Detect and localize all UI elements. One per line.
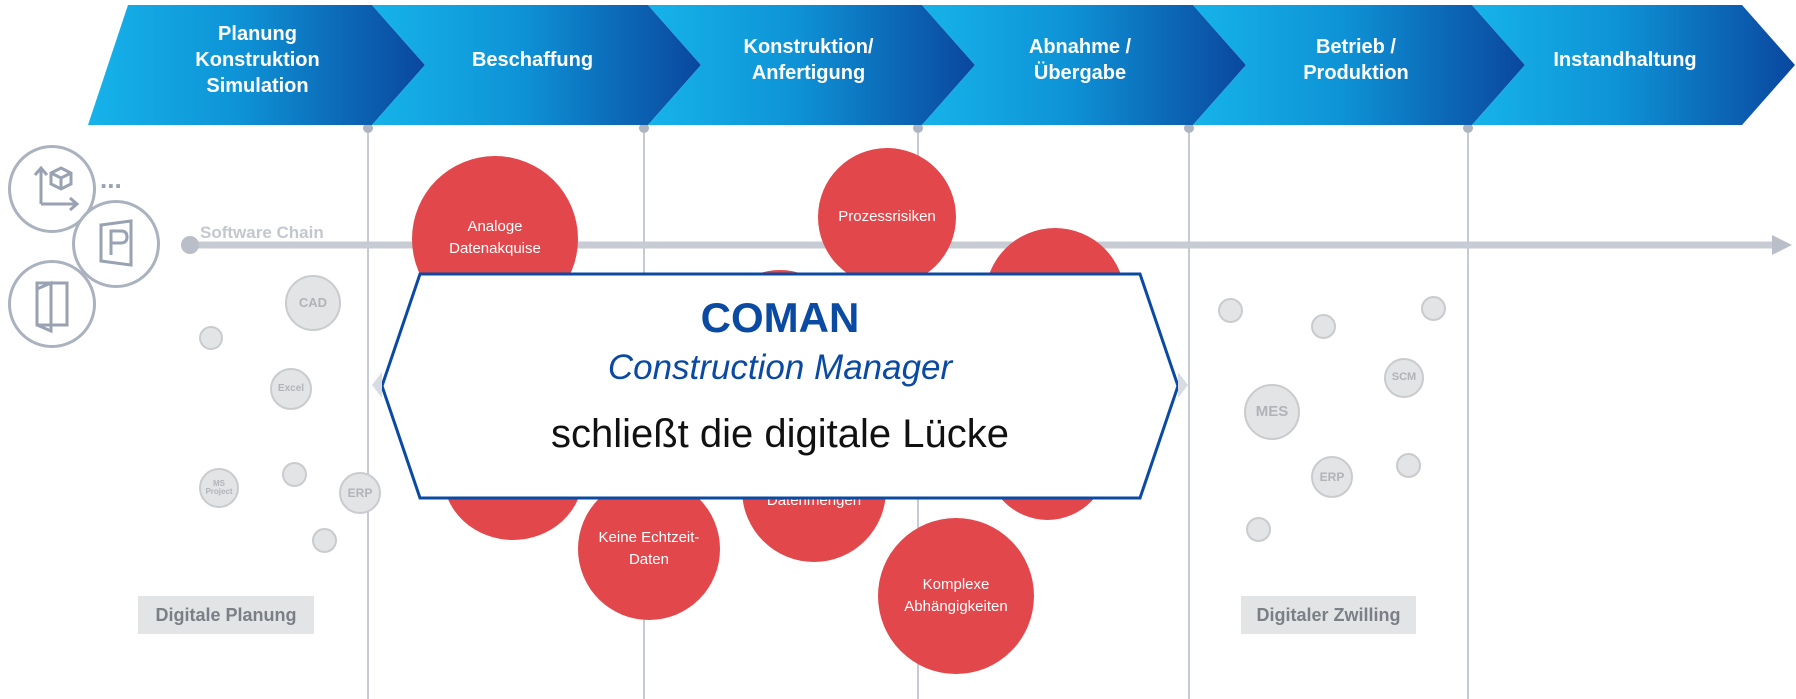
tool-bubble: ERP — [1311, 456, 1353, 498]
coman-subtitle: Construction Manager — [607, 348, 953, 387]
divider-line — [1188, 118, 1190, 699]
tool-circle — [72, 200, 160, 288]
tool-bubble: CAD — [285, 275, 341, 331]
axis-cube-icon — [33, 165, 80, 212]
coman-side-arrows — [372, 372, 1188, 398]
parking-sign-icon — [99, 219, 133, 267]
tool-bubble: ERP — [339, 472, 381, 514]
problem-bubble: Komplexe Abhängigkeiten — [878, 518, 1034, 674]
tool-circle — [8, 260, 96, 348]
small-gray-dot — [1218, 298, 1243, 323]
phase-chevrons — [88, 5, 1795, 125]
tool-bubble: Excel — [270, 368, 312, 410]
small-gray-dot — [1421, 296, 1446, 321]
phase-chevron-6 — [1472, 5, 1795, 125]
phase-chevron-1 — [88, 5, 425, 125]
divider-line — [1467, 118, 1469, 699]
more-tools-ellipsis: ... — [100, 164, 122, 194]
small-gray-dot — [1311, 314, 1336, 339]
phase-label: Planung Konstruktion Simulation — [195, 23, 320, 97]
tool-circle — [8, 145, 96, 233]
phase-label: Abnahme / Übergabe — [1028, 36, 1132, 84]
divider-dot — [913, 123, 923, 133]
digital-planning-label: Digitale Planung — [138, 596, 314, 634]
tool-bubble: MS Project — [199, 468, 239, 508]
door-icon — [35, 280, 69, 334]
small-gray-dot — [312, 528, 337, 553]
software-chain-label: Software Chain — [200, 223, 324, 242]
phase-chevron-2 — [372, 5, 701, 125]
phase-label: Betrieb / Produktion — [1303, 36, 1409, 84]
tool-bubble: MES — [1244, 384, 1300, 440]
digital-twin-label: Digitaler Zwilling — [1241, 596, 1416, 634]
phase-label: Instandhaltung — [1553, 49, 1697, 71]
phase-chevron-3 — [648, 5, 975, 125]
coman-tagline: schließt die digitale Lücke — [550, 412, 1010, 456]
small-gray-dot — [1246, 517, 1271, 542]
phase-label: Konstruktion/ Anfertigung — [743, 36, 874, 84]
small-gray-dot — [1396, 453, 1421, 478]
phase-chevron-4 — [922, 5, 1246, 125]
divider-line — [367, 118, 369, 699]
tool-bubble: SCM — [1384, 358, 1424, 398]
problem-bubble: Prozessrisiken — [818, 148, 956, 286]
small-gray-dot — [199, 326, 223, 350]
coman-title: COMAN — [700, 294, 860, 341]
divider-dot — [1184, 123, 1194, 133]
divider-dot — [1463, 123, 1473, 133]
phase-label: Beschaffung — [471, 49, 594, 71]
small-gray-dot — [282, 462, 307, 487]
divider-dot — [639, 123, 649, 133]
phase-chevron-5 — [1193, 5, 1525, 125]
divider-dot — [363, 123, 373, 133]
problem-bubble: Keine Echtzeit- Daten — [578, 478, 720, 620]
